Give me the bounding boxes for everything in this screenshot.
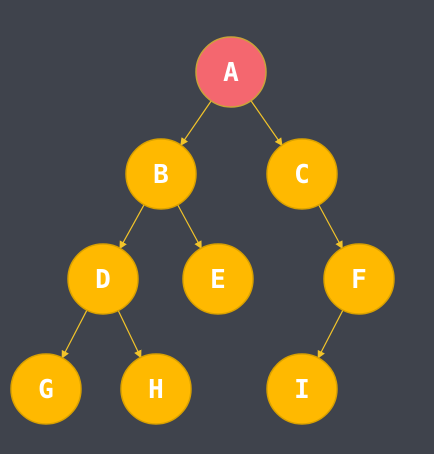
node-label-b: B	[153, 160, 169, 190]
node-circle-a	[195, 36, 267, 108]
edge-c-f	[317, 203, 343, 250]
edge-a-c	[249, 99, 283, 147]
node-b: B	[125, 138, 197, 210]
nodes-layer: A B C D E F G H I	[10, 36, 395, 425]
node-h: H	[120, 353, 192, 425]
edge-f-i	[317, 308, 344, 359]
node-label-d: D	[95, 265, 111, 295]
node-f: F	[323, 243, 395, 315]
edges-layer	[61, 99, 344, 359]
node-i: I	[266, 353, 338, 425]
node-label-i: I	[294, 375, 310, 405]
node-e: E	[182, 243, 254, 315]
node-d: D	[67, 243, 139, 315]
node-label-e: E	[210, 265, 226, 295]
node-circle-f	[323, 243, 395, 315]
node-circle-i	[266, 353, 338, 425]
node-circle-c	[266, 138, 338, 210]
node-c: C	[266, 138, 338, 210]
edge-a-b	[180, 99, 213, 146]
node-circle-d	[67, 243, 139, 315]
node-g: G	[10, 353, 82, 425]
node-label-a: A	[223, 58, 239, 88]
node-label-g: G	[38, 375, 54, 405]
node-circle-e	[182, 243, 254, 315]
edge-b-d	[119, 203, 146, 250]
edge-b-e	[176, 203, 202, 250]
edge-d-g	[61, 308, 88, 359]
node-circle-h	[120, 353, 192, 425]
node-a: A	[195, 36, 267, 108]
node-circle-b	[125, 138, 197, 210]
edge-d-h	[117, 309, 142, 359]
node-label-h: H	[148, 375, 164, 405]
node-label-c: C	[294, 160, 310, 190]
node-label-f: F	[351, 265, 367, 295]
node-circle-g	[10, 353, 82, 425]
